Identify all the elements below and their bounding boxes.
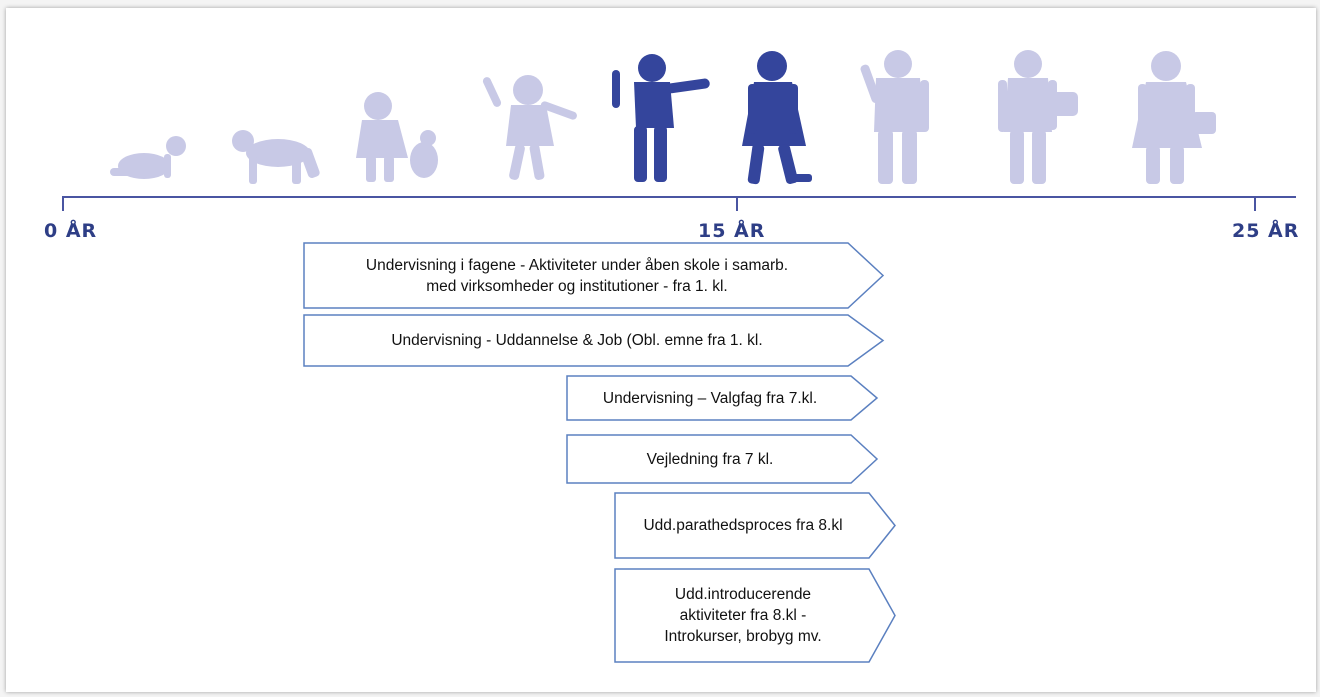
activity-arrow: Undervisning i fagene - Aktiviteter unde…	[303, 242, 885, 309]
teen-girl-figure	[742, 51, 812, 185]
adult-woman-figure	[1132, 51, 1216, 184]
activity-label: Undervisning - Uddannelse & Job (Obl. em…	[391, 332, 763, 349]
age-label-25: 25 ÅR	[1232, 220, 1300, 242]
young-woman-figure	[998, 50, 1078, 184]
activity-arrow: Udd.introducerende aktiviteter fra 8.kl …	[614, 568, 897, 663]
activity-label: Udd.parathedsproces fra 8.kl	[643, 517, 843, 534]
timeline-axis	[62, 196, 1296, 211]
activity-arrow: Undervisning - Uddannelse & Job (Obl. em…	[303, 314, 885, 367]
age-label-15: 15 ÅR	[698, 220, 766, 242]
activity-label: Vejledning fra 7 kl.	[646, 450, 774, 468]
teen-boy-figure	[612, 54, 710, 182]
small-child-figure	[356, 92, 438, 182]
timeline-diagram: 0 ÅR 15 ÅR 25 ÅR Undervisning i fagene -…	[6, 8, 1316, 692]
young-man-figure	[860, 50, 929, 184]
activity-label: Undervisning – Valgfag fra 7.kl.	[602, 389, 818, 407]
activity-arrow: Undervisning – Valgfag fra 7.kl.	[566, 375, 879, 421]
activity-arrow: Vejledning fra 7 kl.	[566, 434, 879, 484]
crawling-toddler-figure	[232, 130, 320, 184]
crawling-baby-figure	[110, 136, 186, 179]
age-label-0: 0 ÅR	[44, 220, 98, 242]
activity-label: Udd.introducerende aktiviteter fra 8.kl …	[664, 586, 822, 645]
figures-and-axis	[62, 50, 1296, 211]
girl-figure	[482, 75, 577, 180]
activity-label: Undervisning i fagene - Aktiviteter unde…	[365, 256, 789, 295]
activity-arrow: Udd.parathedsproces fra 8.kl	[614, 492, 897, 559]
